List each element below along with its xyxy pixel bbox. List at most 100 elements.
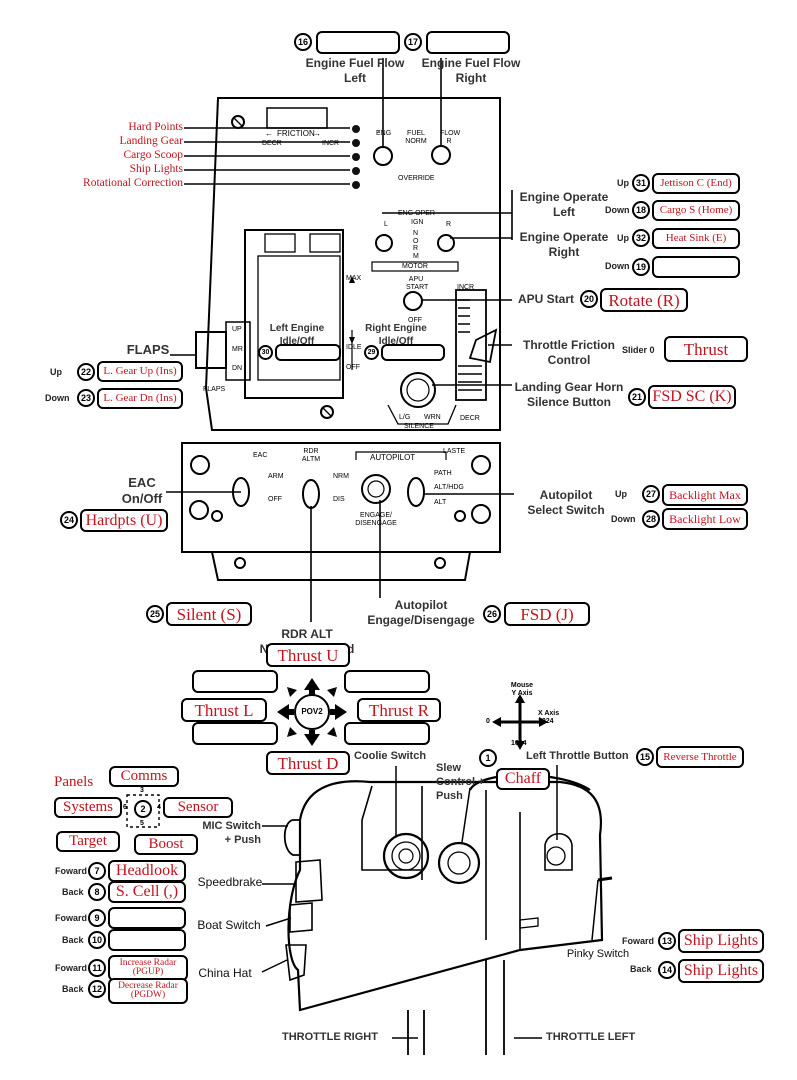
screw-icon	[211, 510, 223, 522]
binding-box-23[interactable]: L. Gear Dn (Ins)	[97, 388, 183, 409]
binding-box-17[interactable]	[426, 31, 510, 54]
button-number-19: 19	[632, 258, 650, 276]
nrm-label: NRM	[333, 473, 349, 480]
binding-box-1[interactable]: Chaff	[496, 768, 550, 790]
binding-box-20[interactable]: Rotate (R)	[600, 288, 688, 312]
binding-box-22[interactable]: L. Gear Up (Ins)	[97, 361, 183, 382]
binding-box-27[interactable]: Backlight Max	[662, 484, 748, 506]
flaps-label: FLAPS	[126, 342, 170, 357]
binding-box-7[interactable]: Headlook	[108, 860, 186, 882]
pinky-back-dir: Back	[630, 964, 652, 974]
flaps-mr-label: MR	[232, 346, 243, 353]
horn-silence-label: Landing Gear Horn Silence Button	[514, 380, 624, 409]
button-number-20: 20	[580, 290, 598, 308]
fuel-flow-right-label: Engine Fuel Flow Right	[421, 56, 521, 85]
binding-box-29[interactable]	[381, 344, 445, 361]
idle-label: IDLE	[346, 344, 362, 351]
max-label: MAX	[346, 275, 362, 282]
ap-up-dir: Up	[615, 489, 627, 499]
autopilot-label: AUTOPILOT	[370, 453, 416, 462]
button-number-18: 18	[632, 201, 650, 219]
china-fwd-dir: Foward	[55, 963, 88, 973]
screw-icon	[189, 500, 209, 520]
engine-operate-right-label: Engine Operate Right	[519, 230, 609, 259]
binding-box-21[interactable]: FSD SC (K)	[648, 385, 736, 409]
button-number-16: 16	[294, 33, 312, 51]
left-engine-label: Left Engine Idle/Off	[269, 323, 325, 347]
pov-downleft-box[interactable]	[192, 722, 278, 745]
mic-target-box[interactable]: Target	[56, 831, 120, 852]
left-throttle-button-label: Left Throttle Button	[526, 750, 629, 762]
binding-box-10[interactable]	[108, 929, 186, 951]
binding-box-12[interactable]: Decrease Radar (PGDW)	[108, 978, 188, 1004]
pov-down-box[interactable]: Thrust D	[266, 751, 350, 775]
coolie-switch-label: Coolie Switch	[353, 750, 427, 762]
binding-box-19[interactable]	[652, 256, 740, 278]
friction-label: FRICTION	[277, 129, 315, 138]
engage-disengage-label: ENGAGE/ DISENGAGE	[355, 512, 397, 527]
button-number-13: 13	[658, 932, 676, 950]
decr-slider-label: DECR	[460, 415, 480, 422]
pov-upright-box[interactable]	[344, 670, 430, 693]
binding-box-9[interactable]	[108, 907, 186, 929]
binding-box-26[interactable]: FSD (J)	[504, 602, 590, 626]
button-number-7: 7	[88, 862, 106, 880]
silence-label: SILENCE	[404, 423, 434, 430]
binding-box-25[interactable]: Silent (S)	[166, 602, 252, 626]
binding-box-28[interactable]: Backlight Low	[662, 508, 748, 530]
binding-box-slider[interactable]: Thrust	[664, 336, 748, 362]
pov-right-box[interactable]: Thrust R	[357, 698, 441, 722]
flaps-up-dir: Up	[50, 367, 62, 377]
mic-systems-box[interactable]: Systems	[54, 797, 122, 818]
binding-box-18[interactable]: Cargo S (Home)	[652, 200, 740, 221]
china-back-dir: Back	[62, 984, 84, 994]
throttle-left-label: THROTTLE LEFT	[546, 1031, 636, 1043]
speedbrake-back-dir: Back	[62, 887, 84, 897]
binding-box-31[interactable]: Jettison C (End)	[652, 173, 740, 194]
incr-slider-label: INCR	[457, 284, 475, 291]
mic-comms-box[interactable]: Comms	[109, 766, 179, 787]
screw-icon	[454, 510, 466, 522]
friction-left-arrow-icon: ←	[265, 129, 273, 138]
pov-left-box[interactable]: Thrust L	[181, 698, 267, 722]
pov-downright-box[interactable]	[344, 722, 430, 745]
boat-fwd-dir: Foward	[55, 913, 88, 923]
motor-label: MOTOR	[402, 263, 428, 270]
button-number-23: 23	[77, 389, 95, 407]
binding-box-32[interactable]: Heat Sink (E)	[652, 228, 740, 249]
pov-up-box[interactable]: Thrust U	[266, 643, 350, 667]
binding-box-13[interactable]: Ship Lights	[678, 929, 764, 953]
decr-label: DECR	[262, 140, 282, 147]
binding-box-30[interactable]	[275, 344, 341, 361]
binding-box-15[interactable]: Reverse Throttle	[656, 746, 744, 768]
mic-n4: 4	[157, 804, 161, 811]
slider-0-label: Slider 0	[622, 345, 655, 355]
fuel-norm-label: FUEL NORM	[405, 130, 427, 145]
eac-onoff-label: EAC On/Off	[121, 475, 163, 507]
button-number-26: 26	[483, 605, 501, 623]
button-number-9: 9	[88, 909, 106, 927]
screw-icon	[190, 455, 210, 475]
button-number-12: 12	[88, 980, 106, 998]
mouse-zero-left: 0	[486, 718, 490, 725]
binding-box-24[interactable]: Hardpts (U)	[80, 509, 168, 532]
throttle-friction-label: Throttle Friction Control	[523, 338, 615, 367]
mic-sensor-box[interactable]: Sensor	[163, 797, 233, 818]
flaps-up-label: UP	[232, 326, 242, 333]
fuel-flow-left-label: Engine Fuel Flow Left	[305, 56, 405, 85]
binding-box-16[interactable]	[316, 31, 400, 54]
dis-label: DIS	[333, 496, 345, 503]
screw-icon	[320, 405, 334, 419]
mic-boost-box[interactable]: Boost	[134, 834, 198, 855]
pov-upleft-box[interactable]	[192, 670, 278, 693]
china-hat-label: China Hat	[198, 966, 252, 980]
rdr-altm-label: RDR ALTM	[301, 448, 321, 463]
lower-panel-outline	[181, 442, 501, 553]
speedbrake-label: Speedbrake	[197, 875, 263, 889]
laste-label: LASTE	[443, 448, 466, 455]
hard-points-label: Hard Points	[128, 121, 183, 133]
binding-box-14[interactable]: Ship Lights	[678, 959, 764, 983]
button-number-21: 21	[628, 388, 646, 406]
binding-box-8[interactable]: S. Cell (,)	[108, 881, 186, 903]
